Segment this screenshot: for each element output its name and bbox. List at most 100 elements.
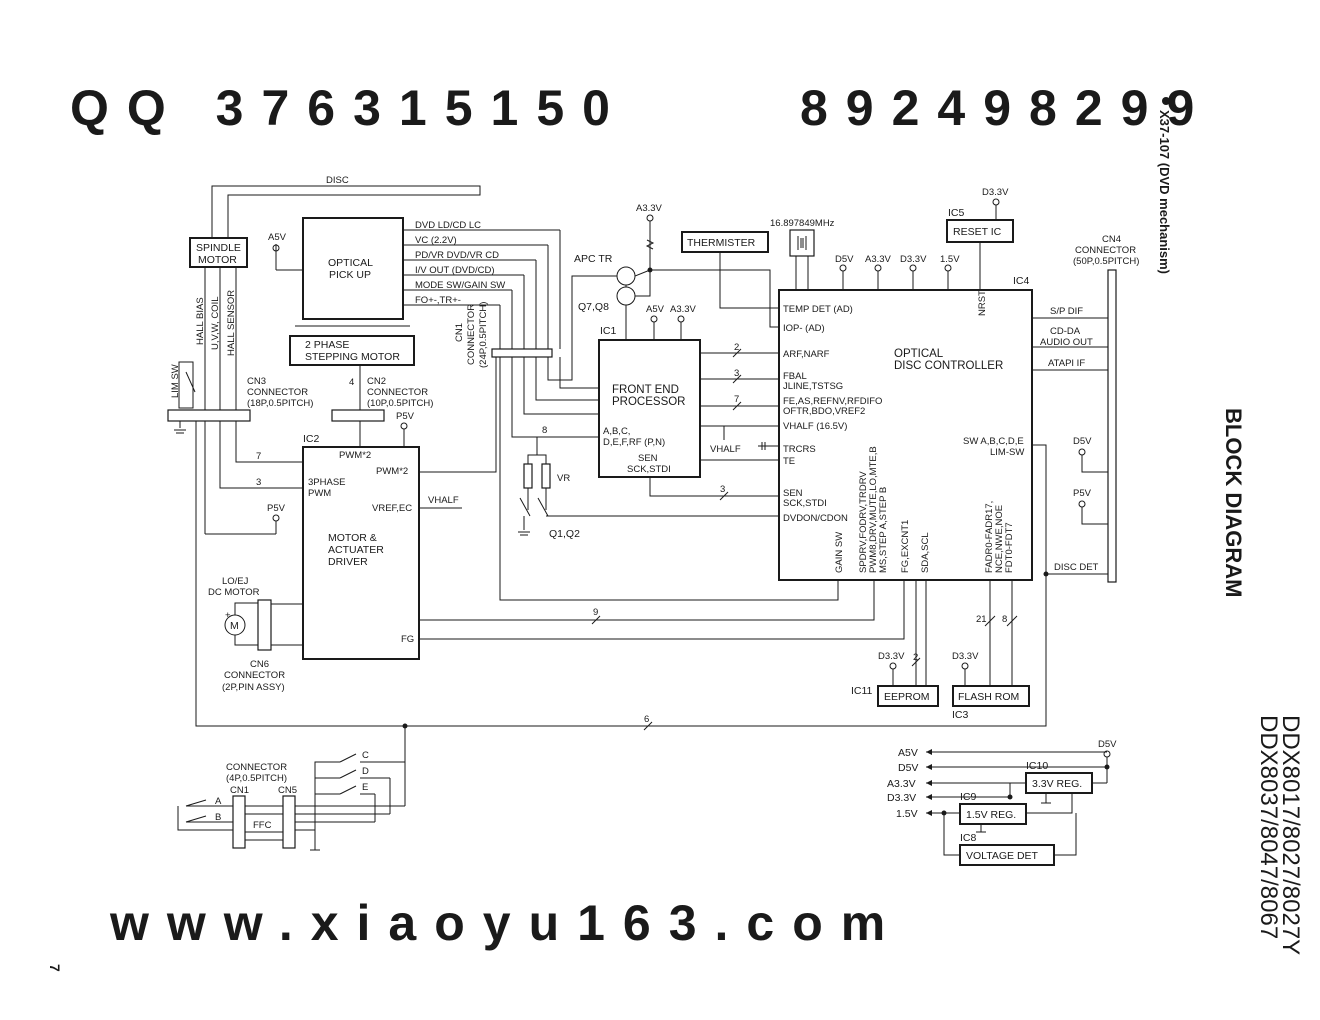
cn2-label-3: (10P,0.5PITCH) — [367, 398, 433, 409]
conn4p-label-1: CONNECTOR — [226, 762, 287, 773]
watermark-qq: QQ 376315150 — [70, 80, 628, 136]
cn1b-label: CN1 — [230, 785, 249, 796]
apc-tr-label: APC TR — [574, 253, 613, 265]
rail-v15: 1.5V — [896, 808, 918, 820]
ic2-label: IC2 — [303, 433, 320, 445]
pickup-signal-lines — [403, 229, 561, 349]
ic4-nrst: NRST — [977, 290, 988, 316]
vhalf-ic2: VHALF — [428, 495, 459, 506]
cn4-label-1: CN4 — [1102, 234, 1121, 245]
d5v-ic4: D5V — [835, 254, 854, 265]
hall-sensor-label: HALL SENSOR — [226, 290, 237, 356]
ic4-gain-sw: GAIN SW — [834, 532, 845, 573]
cn3-connector — [167, 409, 251, 422]
d5v-cn4: D5V — [1073, 436, 1092, 447]
ic4-spdrv-1: SPDRV,FODRV,TRDRV — [858, 471, 869, 573]
bus-width-3-sen: 3 — [720, 484, 725, 495]
spindle-motor-label-1: SPINDLE — [196, 242, 241, 254]
cn2-label-1: CN2 — [367, 376, 386, 387]
model-list-1: DDX8017/8027/8027Y — [1277, 715, 1304, 955]
ic2-pwm2-top: PWM*2 — [339, 450, 371, 461]
fep-sen-2: SCK,STDI — [627, 464, 671, 475]
sw-d-label: D — [362, 766, 369, 777]
sig-mode-sw: MODE SW/GAIN SW — [415, 280, 505, 291]
hall-bias-label: HALL BIAS — [195, 297, 206, 345]
motor-driver-label-2: ACTUATER — [328, 544, 384, 556]
sig-atapi: ATAPI IF — [1048, 358, 1085, 369]
d5v-reg: D5V — [1098, 739, 1117, 750]
ic4-iop: IOP- (AD) — [783, 323, 825, 334]
optical-disc-controller-block — [778, 289, 1033, 581]
q7q8-label: Q7,Q8 — [578, 301, 609, 313]
cn2-connector — [331, 409, 385, 422]
cn3-label-2: CONNECTOR — [247, 387, 308, 398]
optical-pickup-block — [302, 217, 404, 320]
fep-abc-2: D,E,F,RF (P,N) — [603, 437, 665, 448]
stepping-motor-block — [289, 335, 415, 366]
ic9-label: IC9 — [960, 791, 977, 803]
ic4-vhalf: VHALF (16.5V) — [783, 421, 847, 432]
bus-width-2: 2 — [734, 342, 739, 353]
ic4-fbal-1: FBAL — [783, 371, 807, 382]
eeprom-block — [877, 685, 939, 707]
cn6-label-3: (2P,PIN ASSY) — [222, 682, 285, 693]
d33v-reset: D3.3V — [982, 187, 1009, 198]
sig-iv-out: I/V OUT (DVD/CD) — [415, 265, 495, 276]
d33v-flash: D3.3V — [952, 651, 979, 662]
flash-rom-block — [952, 685, 1030, 707]
sig-dvd-ld: DVD LD/CD LC — [415, 220, 481, 231]
d33v-ic4: D3.3V — [900, 254, 927, 265]
sw-a-label: A — [215, 796, 222, 807]
ic4-spdrv-2: PWM8,DRV,MUTE,LO,MTE,B — [868, 446, 879, 573]
d33v-eeprom: D3.3V — [878, 651, 905, 662]
ic2-3phase-1: 3PHASE — [308, 477, 346, 488]
a33v-ic1: A3.3V — [670, 304, 697, 315]
optical-pickup-label-1: OPTICAL — [328, 257, 373, 269]
ic5-label: IC5 — [948, 207, 965, 219]
eeprom-label: EEPROM — [884, 691, 930, 703]
watermark-number: 892498299 — [800, 80, 1212, 136]
flash-rom-label: FLASH ROM — [958, 691, 1019, 703]
rail-a33v: A3.3V — [887, 778, 916, 790]
ic4-fbal-2: JLINE,TSTSG — [783, 381, 843, 392]
motor-driver-label-3: DRIVER — [328, 556, 368, 568]
sig-pd-vr: PD/VR DVD/VR CD — [415, 250, 499, 261]
cn1-label-1: CN1 — [454, 323, 465, 342]
a33v-apc: A3.3V — [636, 203, 663, 214]
bus-width-2-eeprom: 2 — [913, 652, 918, 663]
p5v-cn4: P5V — [1073, 488, 1092, 499]
sig-cd-da-1: CD-DA — [1050, 326, 1081, 337]
front-end-label-1: FRONT END — [612, 384, 679, 396]
spindle-motor-block — [189, 237, 248, 268]
sig-vc: VC (2.2V) — [415, 235, 457, 246]
ic4-lim-sw: LIM-SW — [990, 447, 1024, 458]
ic4-fadr-3: FDT0-FDT7 — [1004, 522, 1015, 573]
reg33-label: 3.3V REG. — [1032, 778, 1082, 790]
ic2-pwm2-right: PWM*2 — [376, 466, 408, 477]
a5v-pickup-label: A5V — [268, 232, 287, 243]
ic4-arf: ARF,NARF — [783, 349, 830, 360]
header-mechanism: X37-107 (DVD mechanism) — [1157, 110, 1172, 274]
ic4-sw-abcde: SW A,B,C,D,E — [963, 436, 1024, 447]
sw-c-label: C — [362, 750, 369, 761]
motor-m: M — [230, 620, 239, 632]
page-title: BLOCK DIAGRAM — [1221, 408, 1246, 597]
ic4-trcrs: TRCRS — [783, 444, 816, 455]
odc-label-1: OPTICAL — [894, 348, 944, 360]
bus-width-6: 6 — [644, 714, 649, 725]
ic4-dvdon: DVDON/CDON — [783, 513, 848, 524]
ic4-sda-scl: SDA,SCL — [920, 532, 931, 573]
cn3-label-1: CN3 — [247, 376, 266, 387]
ic3-label: IC3 — [952, 709, 969, 721]
ic2-vref-ec: VREF,EC — [372, 503, 412, 514]
cn1b-connector — [232, 795, 246, 849]
rail-d33v: D3.3V — [887, 792, 916, 804]
cn1-label-3: (24P,0.5PITCH) — [478, 302, 489, 368]
q1q2-label: Q1,Q2 — [549, 528, 580, 540]
motor-driver-label-1: MOTOR & — [328, 532, 377, 544]
cn4-label-2: CONNECTOR — [1075, 245, 1136, 256]
cn5-connector — [282, 795, 296, 849]
cn5-label: CN5 — [278, 785, 297, 796]
header-bullet — [1162, 97, 1170, 105]
p5v-left: P5V — [267, 503, 286, 514]
